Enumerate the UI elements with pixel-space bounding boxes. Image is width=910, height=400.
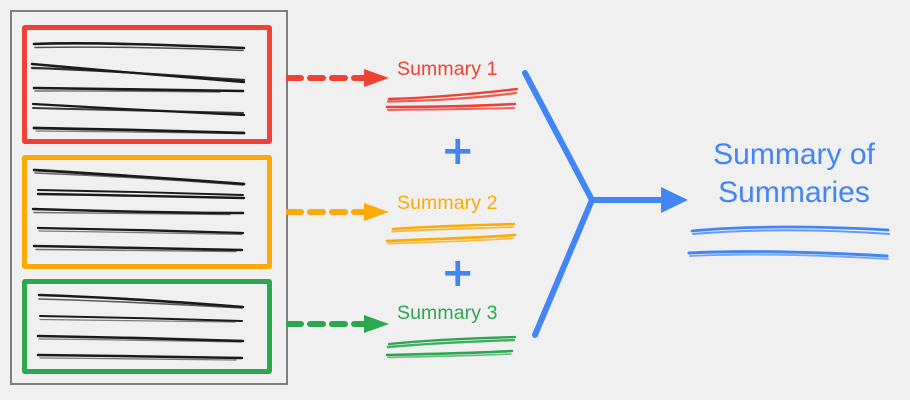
arrow-red-dashed <box>286 69 389 87</box>
final-output-title: Summary of Summaries <box>694 136 894 212</box>
section-red-text-lines <box>30 42 246 135</box>
arrow-green-dashed <box>286 315 389 333</box>
arrow-orange-dashed <box>286 203 389 221</box>
final-output-text-lines <box>687 225 890 260</box>
final-output-line-2: Summaries <box>718 176 870 209</box>
summary-3-text-lines <box>385 335 517 359</box>
merge-arrow <box>522 70 688 338</box>
document-section-green[interactable] <box>22 279 272 374</box>
plus-operator-1: + <box>441 128 475 174</box>
source-document-frame <box>10 10 288 385</box>
summary-2-text-lines <box>385 222 517 245</box>
document-section-orange[interactable] <box>22 155 272 269</box>
plus-operator-2: + <box>441 250 475 296</box>
summary-1-label: Summary 1 <box>397 58 498 80</box>
document-section-red[interactable] <box>22 25 272 144</box>
final-output-line-1: Summary of <box>713 138 875 171</box>
summary-3-label: Summary 3 <box>397 302 498 324</box>
summary-1-text-lines <box>385 87 519 111</box>
summary-2-label: Summary 2 <box>397 192 498 214</box>
section-orange-text-lines <box>31 168 246 253</box>
section-green-text-lines <box>36 293 245 361</box>
